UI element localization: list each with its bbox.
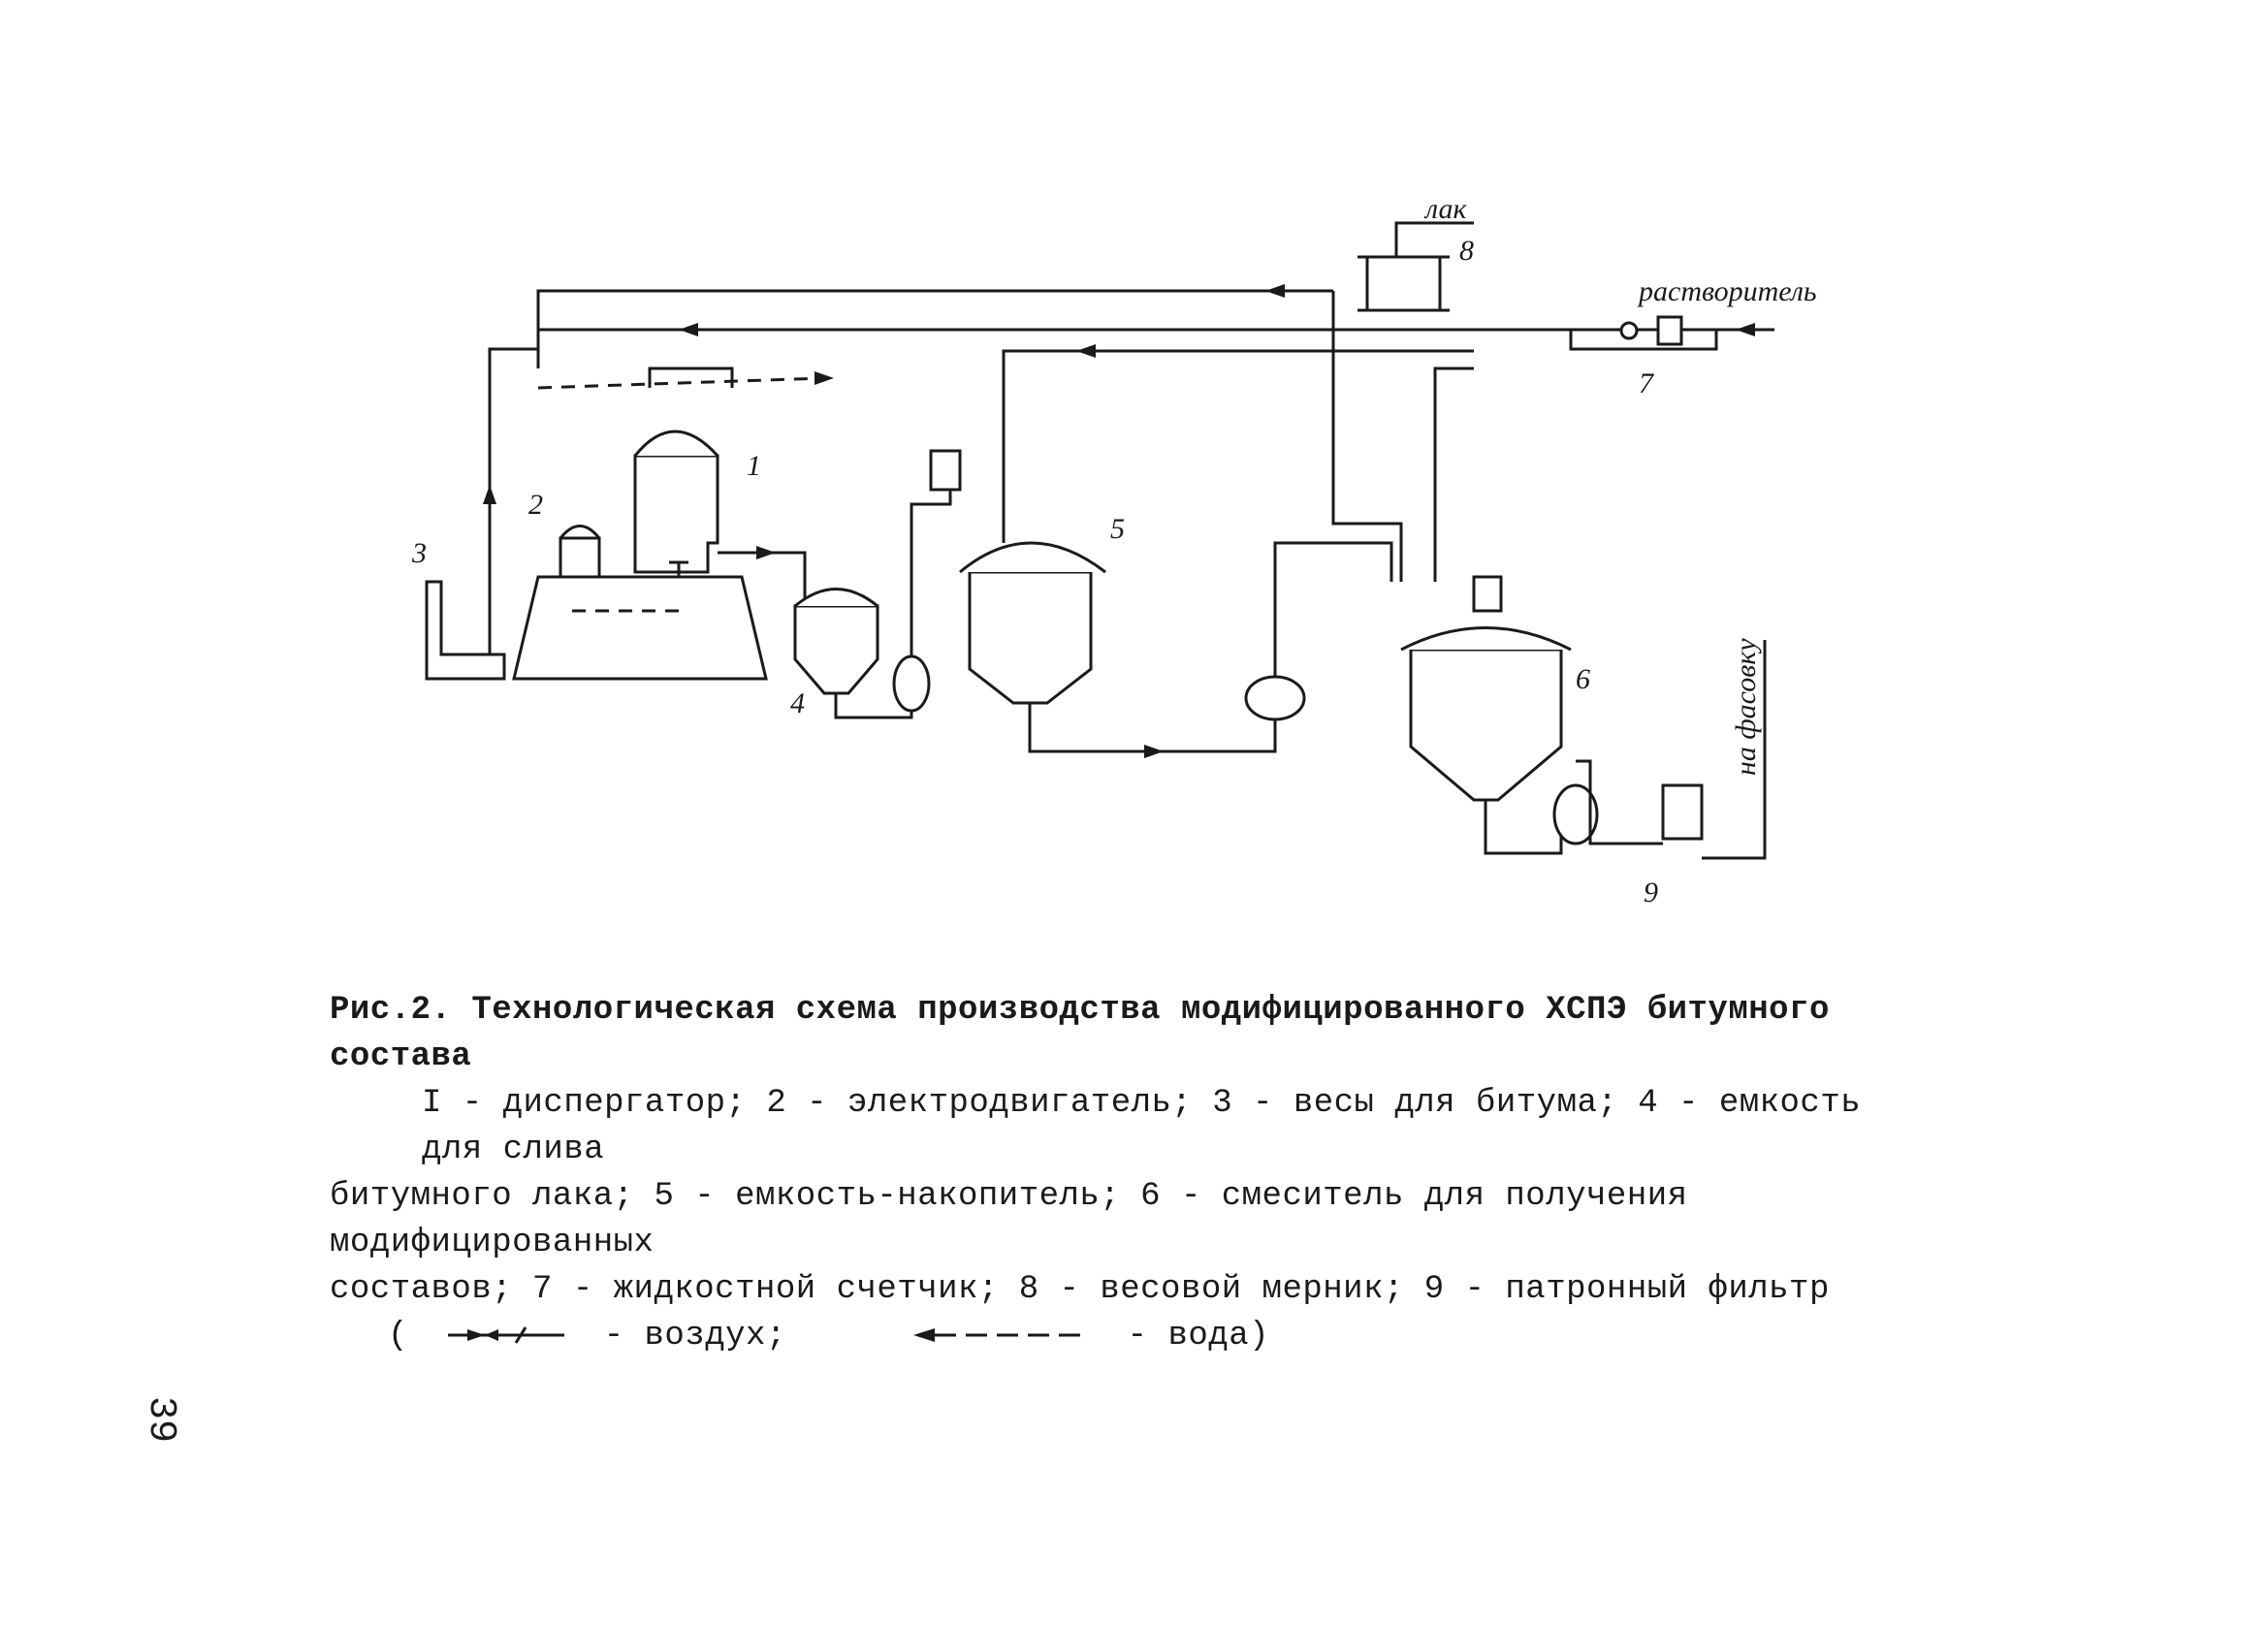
arrow-solvent-second [1076, 344, 1096, 358]
page-number: 39 [139, 1396, 182, 1444]
legend-air: - воздух; [603, 1318, 786, 1355]
pump-4 [892, 654, 931, 713]
label-na-fasovku: на фасовку [1730, 638, 1762, 776]
motor-2-cap [559, 525, 601, 539]
weight-measurer-8 [1365, 255, 1442, 312]
liquid-meter-7 [1656, 315, 1683, 346]
caption-line-3: составов; 7 - жидкостной счетчик; 8 - ве… [330, 1271, 1830, 1308]
pipe-solvent-inlet [1569, 328, 1774, 351]
mixer-drive [1472, 575, 1503, 613]
pipe-to-filter [1576, 759, 1663, 845]
caption-line-2: битумного лака; 5 - емкость-накопитель; … [330, 1178, 1688, 1261]
arrow-5-out [1144, 745, 1164, 758]
pipe-solvent-second [1002, 349, 1474, 543]
arrow-top-return [1265, 284, 1285, 298]
mixer-6-lid [1400, 626, 1572, 652]
pipe-4-to-pump [834, 490, 952, 719]
legend-line: ( - воздух; - вода) [330, 1313, 1920, 1359]
pipe-solvent-main [536, 328, 1774, 368]
label-2: 2 [528, 489, 543, 521]
legend-water: - вода) [1127, 1318, 1269, 1355]
pipe-1-to-4 [718, 551, 807, 601]
pipe-scale-up [488, 347, 538, 654]
label-7: 7 [1639, 367, 1655, 399]
pipe-lak-inlet [1394, 221, 1474, 257]
figure-caption: Рис.2. Технологическая схема производств… [330, 987, 1920, 1359]
cartridge-filter-9 [1661, 783, 1704, 841]
label-1: 1 [747, 450, 761, 482]
weigher-flange [1358, 255, 1450, 312]
pump-6 [1552, 783, 1599, 845]
pipe-to-packing [1702, 640, 1767, 860]
legend-open: ( [388, 1318, 408, 1355]
bitumen-scale-3 [425, 580, 506, 681]
label-4: 4 [790, 687, 805, 719]
pipe-5-out [1028, 703, 1277, 753]
tank-5-body [968, 570, 1093, 705]
arrow-scale-up [483, 485, 496, 504]
tank-4-lid [794, 588, 878, 608]
pipe-solvent-to-6 [1433, 367, 1474, 582]
disperser-exhaust [537, 376, 825, 390]
label-6: 6 [1576, 663, 1590, 695]
caption-title: Рис.2. Технологическая схема производств… [330, 992, 1830, 1075]
disperser-1-dome [633, 430, 719, 458]
tank-4-body [793, 604, 879, 695]
disperser-heater [648, 367, 734, 388]
label-3: 3 [411, 537, 427, 569]
label-8: 8 [1459, 235, 1474, 267]
air-symbol-icon [447, 1326, 564, 1344]
label-lak: лак [1423, 193, 1467, 225]
pipe-8-down [1331, 291, 1403, 582]
label-9: 9 [1644, 877, 1658, 909]
motor-2 [559, 536, 601, 579]
disperser-1-body [633, 454, 719, 574]
tank-5-lid [959, 541, 1106, 574]
filter-above-5 [929, 449, 962, 492]
arrow-solvent-main [679, 323, 698, 336]
arrow-1-to-4 [756, 546, 776, 559]
flow-sensor [1619, 321, 1639, 340]
arrow-exhaust [815, 371, 834, 385]
process-flow-diagram: лак растворитель на фасовку 1 2 3 4 5 6 … [411, 193, 1817, 909]
label-rastvoritel: растворитель [1637, 275, 1817, 307]
pipe-pump-up [1273, 541, 1393, 677]
base-platform [512, 575, 768, 681]
caption-line-1: I - диспергатор; 2 - электродвигатель; 3… [422, 1085, 1862, 1168]
water-symbol-icon [912, 1328, 1088, 1343]
mixer-6-body [1409, 648, 1563, 802]
pump-5-6 [1244, 675, 1306, 721]
label-5: 5 [1110, 513, 1125, 545]
